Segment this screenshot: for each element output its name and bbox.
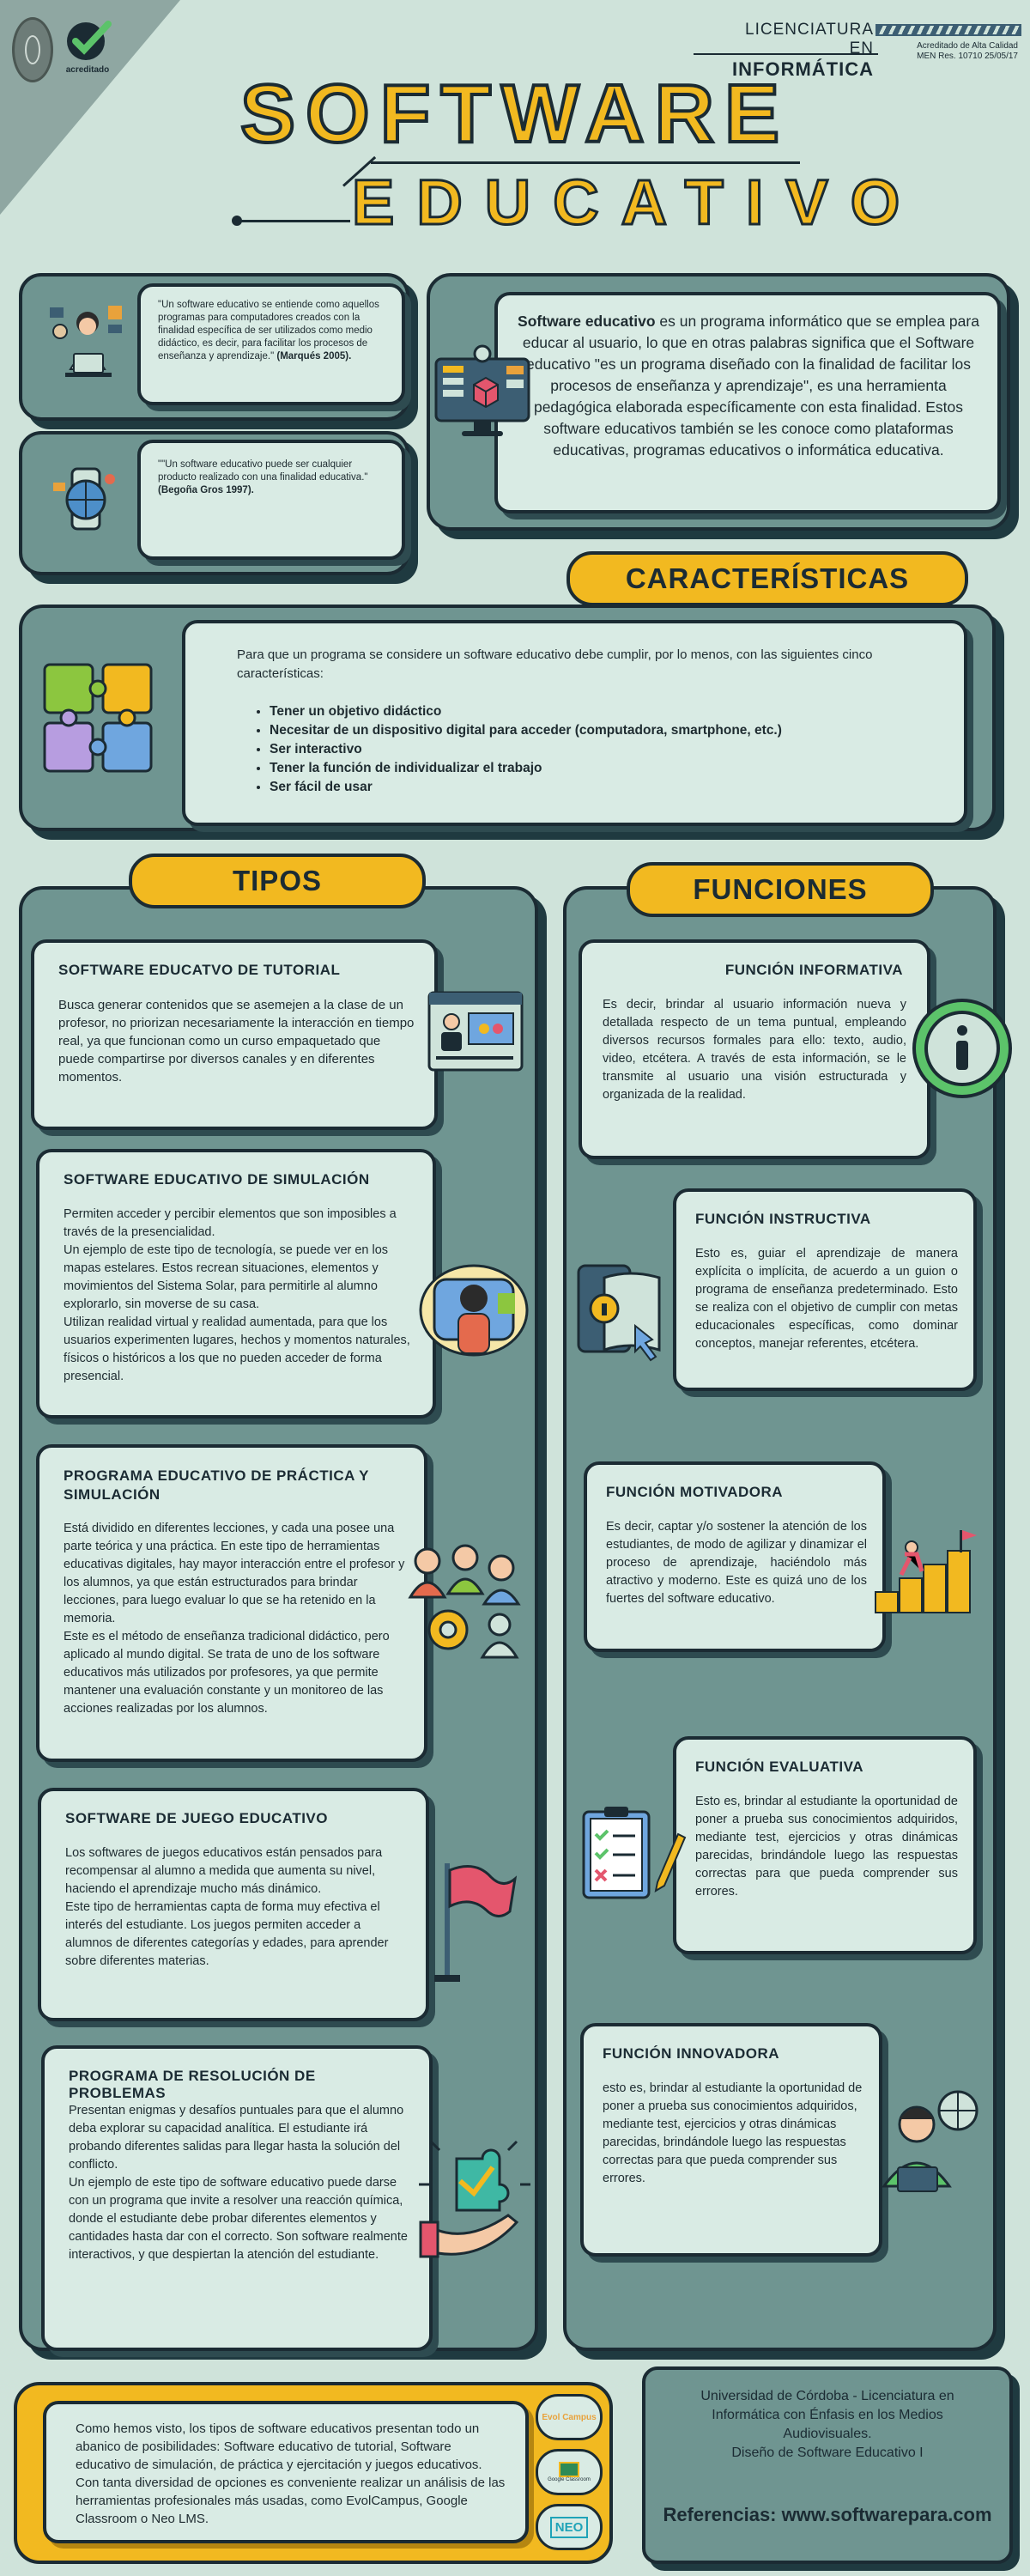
funcion-card-title: FUNCIÓN INNOVADORA [603, 2045, 780, 2062]
funcion-card-title: FUNCIÓN INFORMATIVA [724, 962, 903, 978]
info-icon [910, 996, 1015, 1101]
university-seal-logo [12, 17, 53, 82]
tipo-card-title: SOFTWARE DE JUEGO EDUCATIVO [65, 1810, 328, 1826]
funcion-card-title: FUNCIÓN INSTRUCTIVA [695, 1211, 871, 1227]
people-gear-icon [407, 1542, 525, 1664]
funcion-card: FUNCIÓN INFORMATIVA Es decir, brindar al… [579, 939, 930, 1159]
accreditation-line-1: Acreditado de Alta Calidad [917, 41, 1018, 51]
tipo-card-text: Los softwares de juegos educativos están… [65, 1846, 389, 1968]
motivation-stairs-icon [870, 1527, 982, 1616]
summary-text: Como hemos visto, los tipos de software … [76, 2421, 506, 2526]
educational-monitor-icon [429, 342, 536, 445]
tipo-card-text: Presentan enigmas y desafíos puntuales p… [69, 2104, 408, 2262]
funcion-card-text: Es decir, brindar al usuario información… [603, 998, 906, 1102]
header-line [694, 53, 878, 55]
tipo-card: SOFTWARE DE JUEGO EDUCATIVO Los software… [38, 1788, 429, 2021]
mobile-globe-icon [50, 464, 122, 536]
page-subtitle: EDUCATIVO [351, 167, 923, 238]
summary-card: Como hemos visto, los tipos de software … [43, 2401, 529, 2543]
quote1-author: (Marqués 2005). [276, 351, 352, 361]
definition-term: Software educativo [518, 313, 656, 330]
university-line-3: Audiovisuales. [783, 2427, 872, 2441]
footer-right-panel: Universidad de Córdoba - Licenciatura en… [642, 2366, 1013, 2564]
tipo-card: SOFTWARE EDUCATVO DE TUTORIAL Busca gene… [31, 939, 438, 1130]
caracteristicas-heading: CARACTERÍSTICAS [566, 551, 968, 606]
quote1-text: "Un software educativo se entiende como … [158, 300, 379, 361]
title-connector-dot [232, 216, 242, 226]
tipos-heading: TIPOS [129, 854, 426, 908]
funcion-card: FUNCIÓN INNOVADORA esto es, brindar al e… [580, 2023, 882, 2257]
caracteristica-item: Ser interactivo [270, 740, 930, 759]
program-line-2: INFORMÁTICA [732, 58, 874, 80]
funcion-card-title: FUNCIÓN EVALUATIVA [695, 1759, 863, 1775]
caracteristicas-intro: Para que un programa se considere un sof… [237, 647, 873, 681]
video-lesson-icon [424, 987, 527, 1077]
program-title: LICENCIATURA EN INFORMÁTICA [719, 21, 874, 81]
quote2-card: ""Un software educativo puede ser cualqu… [137, 440, 405, 560]
accreditation-logo: acreditado [60, 17, 115, 86]
tipo-card-title: PROGRAMA EDUCATIVO DE PRÁCTICA Y SIMULAC… [64, 1467, 369, 1503]
funcion-card: FUNCIÓN INSTRUCTIVA Esto es, guiar el ap… [673, 1188, 977, 1391]
page-title: SOFTWARE [239, 66, 790, 161]
classroom-icon [559, 2462, 579, 2477]
tipo-card: SOFTWARE EDUCATIVO DE SIMULACIÓN Permite… [36, 1149, 436, 1419]
header-stripes [876, 24, 1021, 36]
funcion-card-title: FUNCIÓN MOTIVADORA [606, 1484, 784, 1500]
definition-text: es un programa informático que se emplea… [522, 313, 979, 459]
tipo-card-title: SOFTWARE EDUCATVO DE TUTORIAL [58, 962, 341, 978]
book-info-icon [570, 1257, 678, 1365]
caracteristica-item: Tener la función de individualizar el tr… [270, 759, 930, 778]
quote1-card: "Un software educativo se entiende como … [137, 283, 405, 405]
tipo-card-text: Está dividido en diferentes lecciones, y… [64, 1522, 405, 1716]
tipo-card-title: PROGRAMA DE RESOLUCIÓN DE PROBLEMAS [69, 2068, 316, 2101]
caracteristica-item: Tener un objetivo didáctico [270, 702, 930, 721]
google-classroom-logo: Google Classroom [536, 2449, 603, 2495]
accreditation-line-2: MEN Res. 10710 25/05/17 [917, 52, 1018, 61]
university-line-2: Informática con Énfasis en los Medios [712, 2408, 943, 2422]
caracteristicas-card: Para que un programa se considere un sof… [182, 620, 967, 826]
university-line-1: Universidad de Córdoba - Licenciatura en [700, 2389, 954, 2403]
accreditation-logo-text: acreditado [65, 65, 110, 75]
funcion-card-text: Es decir, captar y/o sostener la atenció… [606, 1520, 867, 1606]
evolcampus-logo-text: Evol Campus [542, 2412, 597, 2422]
funcion-card: FUNCIÓN MOTIVADORA Es decir, captar y/o … [584, 1461, 886, 1652]
caracteristicas-list: Tener un objetivo didáctico Necesitar de… [254, 702, 930, 797]
tipo-card: PROGRAMA EDUCATIVO DE PRÁCTICA Y SIMULAC… [36, 1444, 427, 1762]
puzzle-hand-icon [414, 2133, 534, 2262]
puzzle-icon [39, 659, 161, 780]
tipo-card: PROGRAMA DE RESOLUCIÓN DE PROBLEMAS Pres… [41, 2045, 433, 2351]
references-link[interactable]: Referencias: www.softwarepara.com [663, 2504, 992, 2525]
tipo-card-title: SOFTWARE EDUCATIVO DE SIMULACIÓN [64, 1171, 370, 1188]
innovation-person-icon [872, 2085, 984, 2196]
university-line-4: Diseño de Software Educativo I [731, 2445, 924, 2460]
funcion-card-text: Esto es, guiar el aprendizaje de manera … [695, 1247, 958, 1351]
tipo-card-text: Busca generar contenidos que se asemejen… [58, 998, 415, 1084]
tipo-card-text: Permiten acceder y percibir elementos qu… [64, 1207, 410, 1383]
neo-logo-text: NEO [549, 2516, 589, 2538]
definition-card: Software educativo es un programa inform… [494, 292, 1001, 513]
funcion-card-text: Esto es, brindar al estudiante la oportu… [695, 1795, 958, 1899]
funcion-card-text: esto es, brindar al estudiante la oportu… [603, 2081, 863, 2185]
quote2-author: (Begoña Gros 1997). [158, 485, 254, 495]
title-top-line [371, 161, 800, 164]
caracteristica-item: Ser fácil de usar [270, 778, 930, 797]
accreditation-info: Acreditado de Alta Calidad MEN Res. 1071… [881, 41, 1018, 62]
student-computer-icon [48, 301, 127, 386]
classroom-logo-text: Google Classroom [548, 2477, 591, 2482]
vr-simulation-icon [415, 1259, 532, 1362]
quote2-text: ""Un software educativo puede ser cualqu… [158, 459, 368, 483]
program-line-1: LICENCIATURA EN [745, 21, 874, 58]
evolcampus-logo: Evol Campus [536, 2394, 603, 2440]
caracteristica-item: Necesitar de un dispositivo digital para… [270, 721, 930, 740]
checklist-icon [575, 1800, 687, 1905]
flag-icon [424, 1858, 518, 1987]
funciones-heading: FUNCIONES [627, 862, 934, 917]
neo-lms-logo: NEO [536, 2504, 603, 2550]
title-connector-line [239, 220, 350, 222]
funcion-card: FUNCIÓN EVALUATIVA Esto es, brindar al e… [673, 1736, 977, 1954]
